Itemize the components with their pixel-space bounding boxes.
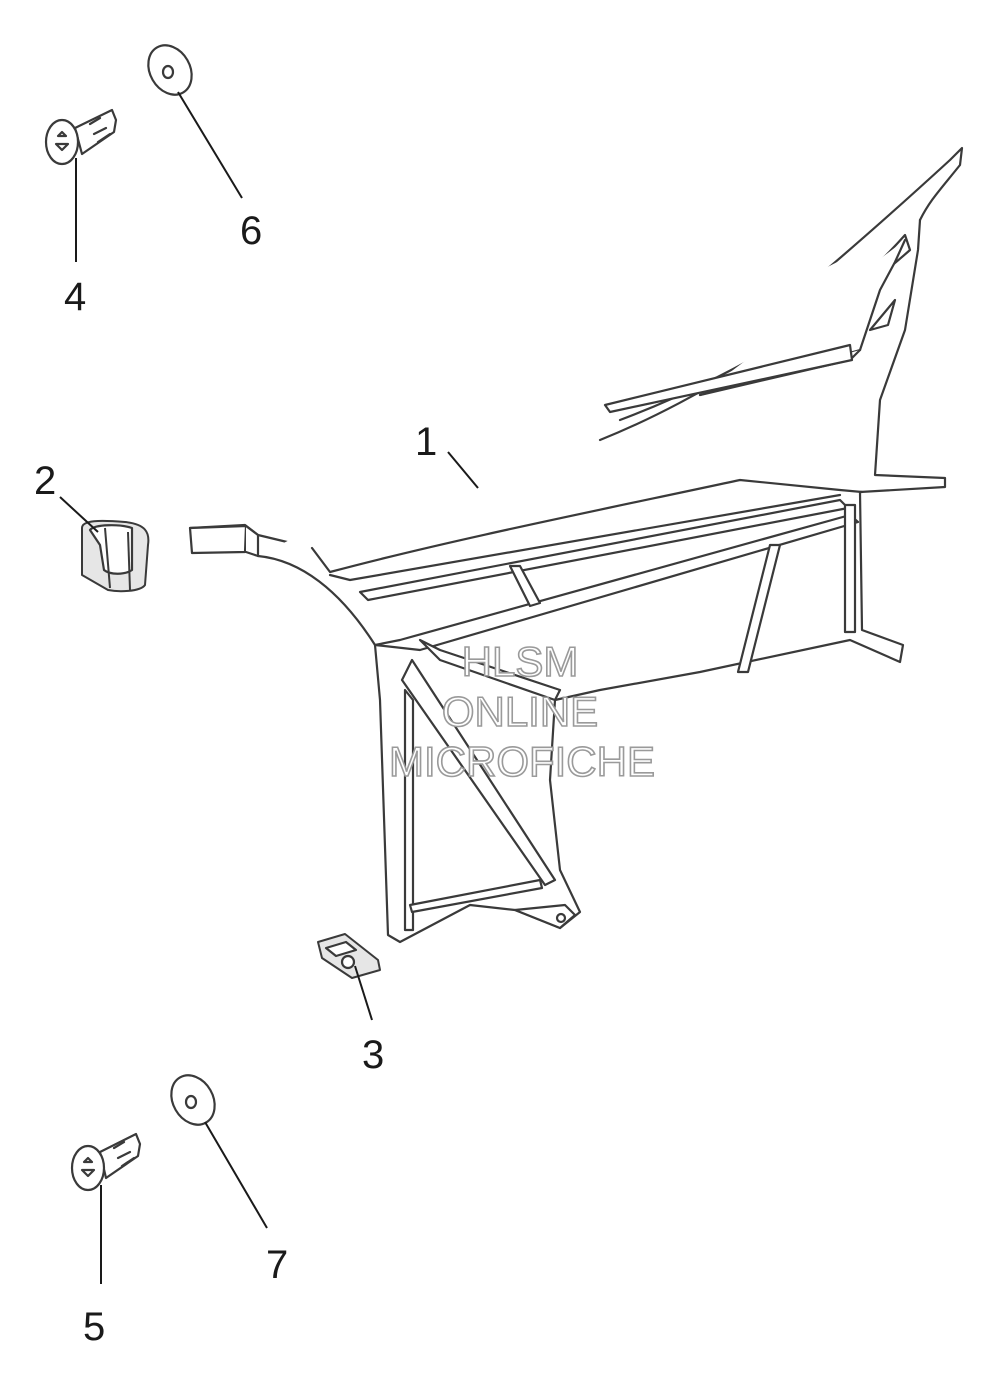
- watermark-line-3: MICROFICHE: [389, 738, 655, 785]
- leader-line-7: [204, 1121, 268, 1229]
- screw-part-5: [70, 1132, 142, 1192]
- clip-part-2: [81, 519, 150, 593]
- nut-clip-part-3: [317, 933, 381, 979]
- washer-part-6: [147, 44, 193, 96]
- leader-line-3: [354, 965, 373, 1021]
- watermark-line-1: HLSM: [462, 638, 579, 685]
- screw-part-4: [44, 108, 118, 166]
- callout-7: 7: [266, 1243, 288, 1287]
- leader-line-6: [177, 91, 243, 199]
- callout-1: 1: [415, 420, 437, 464]
- callout-6: 6: [240, 209, 262, 253]
- callout-3: 3: [362, 1033, 384, 1077]
- washer-part-7: [170, 1074, 216, 1126]
- watermark: HLSM ONLINE MICROFICHE: [388, 637, 656, 786]
- callout-5: 5: [83, 1305, 105, 1349]
- watermark-line-2: ONLINE: [442, 688, 598, 735]
- leader-line-2: [59, 496, 99, 533]
- leader-line-1: [447, 451, 479, 489]
- callout-4: 4: [64, 275, 86, 319]
- frame-part-1: [188, 146, 964, 944]
- callout-2: 2: [34, 459, 56, 503]
